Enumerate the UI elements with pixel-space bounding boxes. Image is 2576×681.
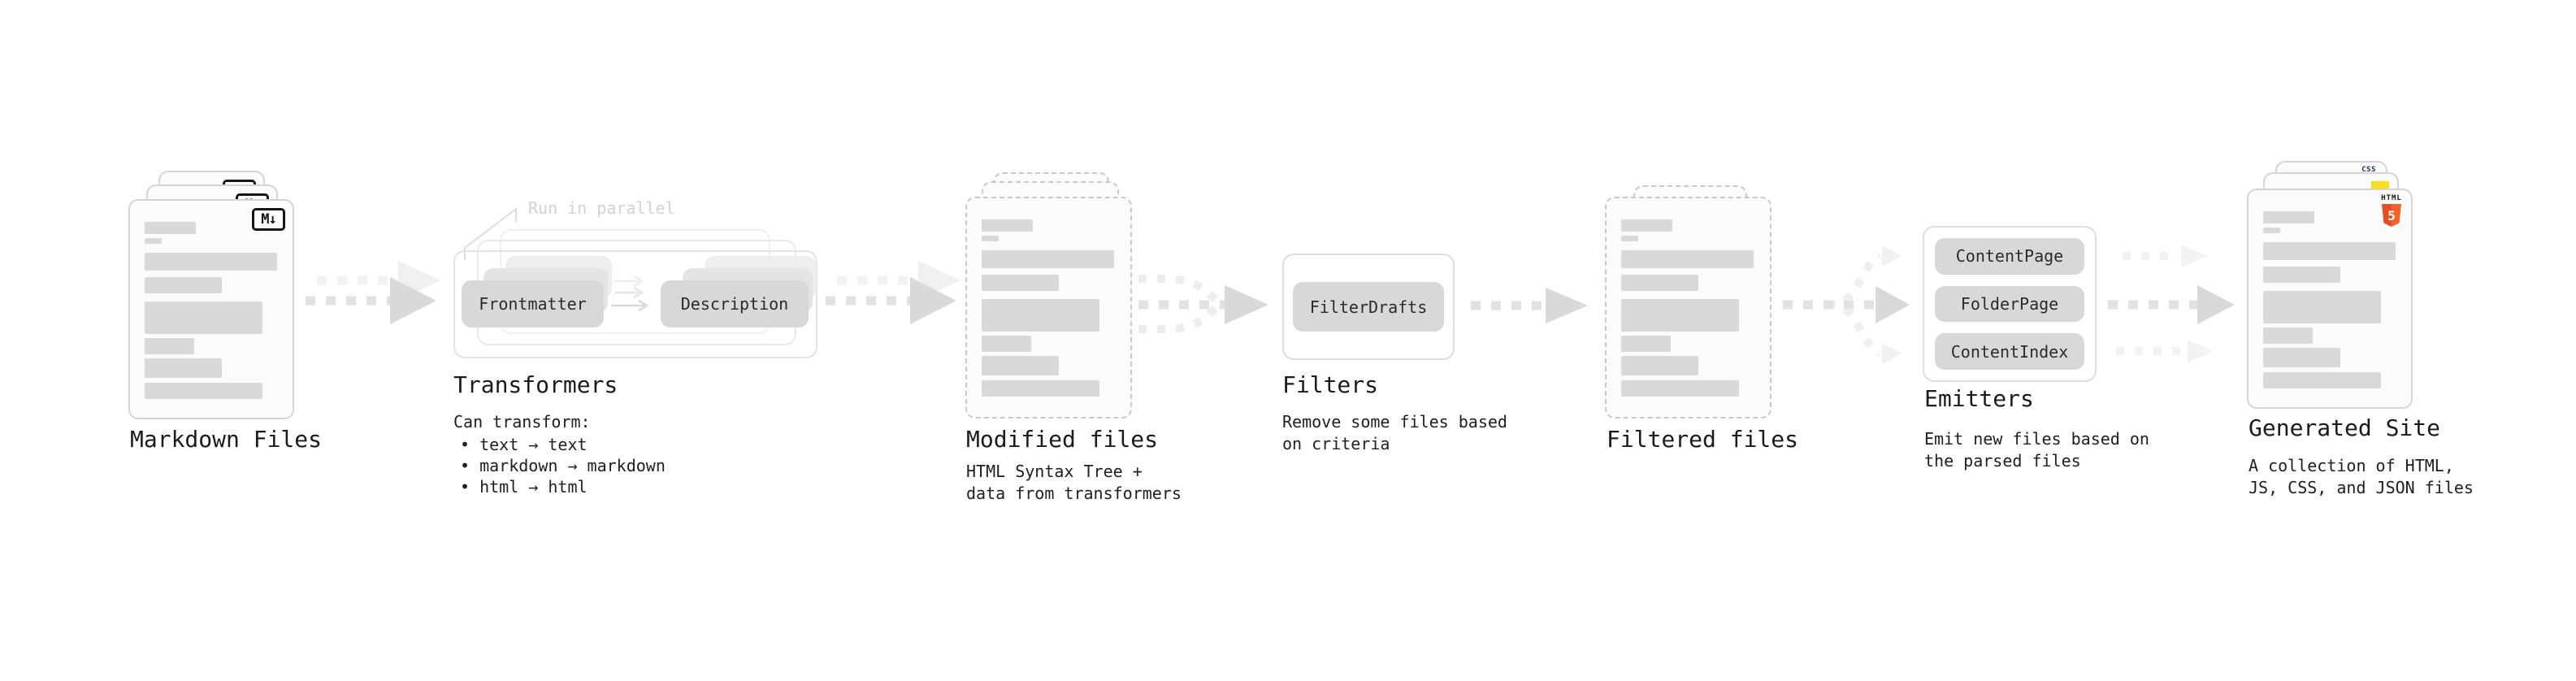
- stage-label-modified-files: Modified files: [966, 426, 1159, 453]
- pill-contentpage: ContentPage: [1935, 238, 2084, 275]
- stage-desc-generated-site: A collection of HTML, JS, CSS, and JSON …: [2249, 456, 2474, 497]
- markdown-badge-icon: M↓: [252, 208, 285, 231]
- parallel-arrows-emitters-to-site-icon: [2108, 245, 2235, 362]
- filtered-doc-front: [1605, 197, 1772, 419]
- html5-badge-icon: HTML 5: [2381, 195, 2402, 227]
- doc-content-placeholder: [1607, 198, 1770, 397]
- site-doc-front: HTML 5: [2247, 189, 2413, 409]
- bullet-item: • html → html: [460, 477, 588, 497]
- run-in-parallel-note: Run in parallel: [528, 198, 675, 218]
- bullet-item: • text → text: [460, 435, 588, 454]
- doc-content-placeholder: [130, 201, 293, 399]
- markdown-doc-front: M↓: [128, 199, 294, 419]
- transformers-bullet-list: • text → text • markdown → markdown • ht…: [460, 434, 666, 497]
- fanout-arrow-filtered-to-emitters-icon: [1783, 245, 1910, 364]
- js-badge-icon: [2371, 181, 2389, 189]
- emitters-box: ContentPage FolderPage ContentIndex: [1923, 226, 2097, 382]
- flow-arrow-transformers-to-modified-icon: [826, 261, 961, 324]
- stage-label-transformers: Transformers: [453, 371, 618, 398]
- stage-label-generated-site: Generated Site: [2249, 414, 2441, 441]
- stage-label-filters: Filters: [1282, 371, 1379, 398]
- pill-frontmatter: Frontmatter: [462, 280, 604, 327]
- stage-label-filtered-files: Filtered files: [1607, 426, 1799, 453]
- stage-desc-modified-files: HTML Syntax Tree + data from transformer…: [966, 462, 1182, 503]
- callout-line-icon: [464, 206, 517, 260]
- flow-arrow-markdown-to-transformers-icon: [306, 261, 440, 324]
- filters-box: FilterDrafts: [1282, 254, 1455, 360]
- pill-contentindex: ContentIndex: [1935, 333, 2084, 371]
- stage-desc-emitters: Emit new files based on the parsed files: [1924, 429, 2149, 471]
- merge-arrow-modified-to-filters-icon: [1138, 275, 1268, 333]
- parallel-transform-arrows-icon: [611, 275, 649, 312]
- doc-content-placeholder: [2249, 190, 2411, 388]
- bullet-item: • markdown → markdown: [460, 456, 666, 475]
- stage-label-emitters: Emitters: [1924, 385, 2034, 412]
- stage-desc-filters: Remove some files based on criteria: [1282, 412, 1507, 453]
- modified-doc-front: [965, 197, 1132, 419]
- flow-arrow-filters-to-filtered-icon: [1471, 288, 1588, 323]
- doc-content-placeholder: [967, 198, 1130, 397]
- pill-filterdrafts: FilterDrafts: [1293, 282, 1444, 332]
- stage-desc-transformers-title: Can transform:: [453, 412, 591, 432]
- pill-folderpage: FolderPage: [1935, 285, 2084, 323]
- stage-label-markdown-files: Markdown Files: [130, 426, 323, 453]
- pill-description: Description: [661, 280, 809, 327]
- transformer-box-front: [453, 250, 817, 358]
